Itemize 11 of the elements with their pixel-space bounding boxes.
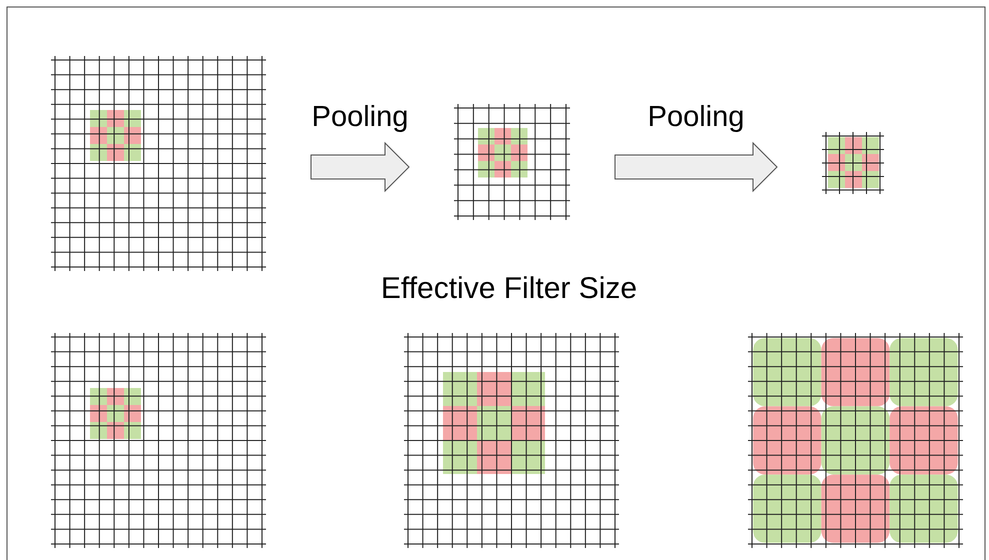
grid-drawing: [404, 333, 619, 548]
edge-label: Pooling: [310, 101, 410, 134]
heading: Effective Filter Size: [380, 272, 638, 306]
block-arrow: [614, 142, 778, 192]
grid-drawing: [51, 333, 266, 548]
grid-drawing: [454, 104, 570, 220]
block-arrow: [310, 142, 410, 192]
grid-drawing: [748, 333, 963, 548]
grid-drawing: [822, 132, 884, 194]
edge-label: Pooling: [646, 101, 746, 134]
grid-drawing: [51, 56, 266, 271]
